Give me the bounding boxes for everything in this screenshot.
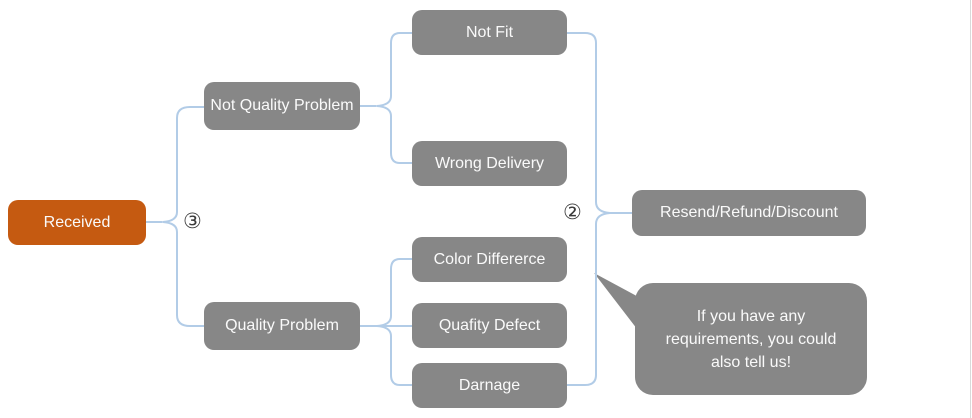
node-not-quality-problem-label: Not Quality Problem: [210, 97, 354, 114]
node-quality-defect: Quafity Defect: [412, 303, 567, 348]
node-resolution: Resend/Refund/Discount: [632, 190, 866, 236]
node-damage: Darnage: [412, 363, 567, 408]
node-not-fit: Not Fit: [412, 10, 567, 55]
junction-marker-3: ③: [183, 209, 202, 233]
node-quality-defect-label: Quafity Defect: [438, 316, 541, 334]
callout-text: If you have any requirements, you could …: [665, 307, 837, 371]
node-quality-problem: Quality Problem: [204, 302, 360, 350]
node-received: Received: [8, 200, 146, 245]
node-wrong-delivery-label: Wrong Delivery: [434, 154, 545, 172]
right-edge-divider: [970, 0, 971, 418]
node-color-difference-label: Color Differerce: [433, 250, 546, 268]
callout-tail: [594, 273, 644, 338]
junction-marker-2: ②: [563, 200, 582, 224]
node-wrong-delivery: Wrong Delivery: [412, 141, 567, 186]
node-color-difference: Color Differerce: [412, 237, 567, 282]
node-not-fit-label: Not Fit: [465, 23, 514, 41]
node-received-label: Received: [43, 213, 111, 231]
node-quality-problem-label: Quality Problem: [225, 317, 339, 334]
connector-resolution-brace: [566, 32, 611, 386]
connector-received-brace: [162, 106, 205, 327]
node-resolution-label: Resend/Refund/Discount: [660, 204, 838, 221]
node-not-quality-problem: Not Quality Problem: [204, 82, 360, 130]
connector-notquality-brace: [376, 32, 413, 164]
connector-quality-brace: [376, 258, 413, 386]
node-damage-label: Darnage: [458, 376, 521, 394]
callout-bubble: If you have any requirements, you could …: [635, 283, 867, 395]
